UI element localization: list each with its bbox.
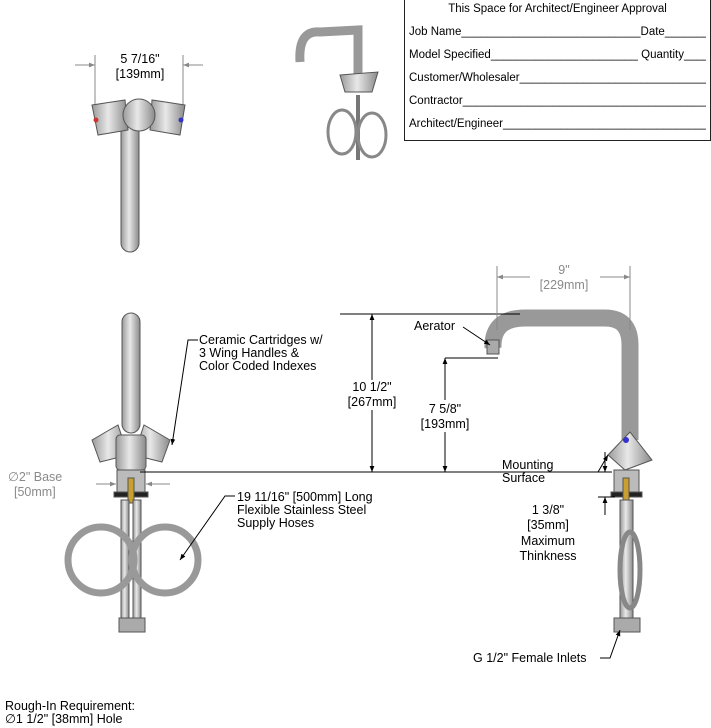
- dimension-lines: [96, 266, 631, 659]
- height-in: 10 1/2": [352, 380, 392, 394]
- iso-view: [295, 25, 388, 160]
- callout-hoses-2: Flexible Stainless Steel: [237, 503, 367, 517]
- model-field[interactable]: Model Specified_______________________ Q…: [409, 49, 706, 61]
- approval-title: This Space for Architect/Engineer Approv…: [448, 3, 667, 15]
- callout-cartridges-1: Ceramic Cartridges w/: [199, 333, 323, 347]
- callout-inlets: G 1/2" Female Inlets: [473, 651, 587, 665]
- top-width-mm: [139mm]: [115, 67, 165, 81]
- callout-aerator: Aerator: [414, 319, 455, 333]
- front-view: [64, 312, 202, 633]
- height-mm: [267mm]: [347, 395, 397, 409]
- thick-mm: [35mm]: [527, 518, 569, 532]
- callout-hoses-3: Supply Hoses: [237, 516, 315, 530]
- contractor-field[interactable]: Contractor______________________________…: [409, 95, 706, 107]
- customer-field[interactable]: Customer/Wholesaler_____________________…: [409, 72, 706, 84]
- rough-in-title: Rough-In Requirement:: [5, 699, 135, 713]
- mounting-2: Surface: [502, 471, 546, 485]
- rough-in-value: ∅1 1/2" [38mm] Hole: [5, 712, 123, 726]
- spout-mm: [193mm]: [420, 417, 470, 431]
- mounting-1: Mounting: [502, 458, 554, 472]
- thick-in: 1 3/8": [531, 503, 565, 517]
- architect-field[interactable]: Architect/Engineer______________________…: [409, 118, 706, 130]
- callout-hoses-1: 19 11/16" [500mm] Long: [237, 490, 373, 504]
- approval-box: This Space for Architect/Engineer Approv…: [404, 0, 711, 141]
- base-in: ∅2" Base: [8, 470, 63, 484]
- job-name-field[interactable]: Job Name____________________________Date…: [409, 26, 706, 38]
- thick-label-1: Maximum: [520, 534, 576, 548]
- top-view: [75, 55, 203, 253]
- reach-in: 9": [558, 263, 570, 277]
- side-view: [484, 309, 653, 633]
- base-mm: [50mm]: [14, 485, 56, 499]
- callout-cartridges-2: 3 Wing Handles &: [199, 346, 300, 360]
- top-width-in: 5 7/16": [120, 52, 160, 66]
- spout-in: 7 5/8": [428, 402, 462, 416]
- reach-mm: [229mm]: [539, 278, 589, 292]
- thick-label-2: Thinkness: [519, 549, 577, 563]
- callout-cartridges-3: Color Coded Indexes: [199, 359, 317, 373]
